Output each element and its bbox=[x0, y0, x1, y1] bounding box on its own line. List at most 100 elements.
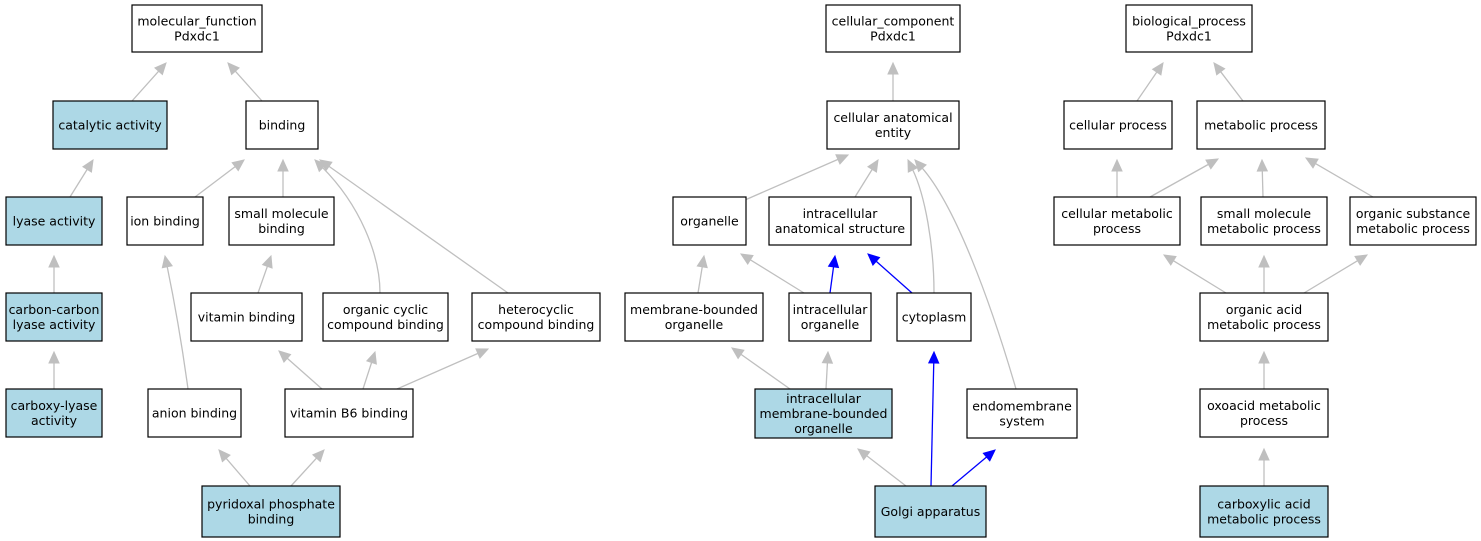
term-node-binding[interactable]: binding bbox=[245, 100, 319, 150]
edge-cyto-to-cae bbox=[907, 158, 935, 294]
term-label-line: carbon-carbon bbox=[9, 302, 100, 317]
edge-line bbox=[911, 168, 935, 294]
edge-line bbox=[744, 158, 840, 201]
term-node-cellproc[interactable]: cellular process bbox=[1063, 100, 1173, 150]
edge-arrowhead-25 bbox=[731, 347, 745, 360]
term-label-line: cellular anatomical bbox=[833, 110, 952, 125]
term-box bbox=[966, 388, 1078, 439]
edge-imbo-to-io bbox=[821, 350, 834, 390]
edge-line bbox=[739, 353, 791, 390]
term-label-line: binding bbox=[259, 118, 306, 133]
edge-ion-to-binding bbox=[194, 159, 245, 198]
edge-arrowhead-7 bbox=[314, 159, 328, 173]
term-label-line: metabolic process bbox=[1204, 118, 1318, 133]
term-box bbox=[672, 196, 747, 246]
term-box bbox=[788, 292, 872, 342]
term-box bbox=[471, 292, 601, 342]
edge-line bbox=[930, 361, 935, 487]
term-label-line: anatomical structure bbox=[775, 221, 905, 236]
edge-cmp-to-cellproc bbox=[1111, 158, 1123, 197]
edge-oamp-to-smmp bbox=[1258, 254, 1270, 293]
edge-arrowhead-19 bbox=[907, 158, 919, 173]
term-label-line: oxoacid metabolic bbox=[1207, 398, 1321, 413]
edge-arrowhead-4 bbox=[48, 350, 60, 364]
term-node-lyase[interactable]: lyase activity bbox=[5, 196, 103, 246]
term-label-line: endomembrane bbox=[972, 399, 1072, 414]
term-node-metproc[interactable]: metabolic process bbox=[1196, 100, 1326, 150]
term-box bbox=[228, 196, 335, 246]
term-label-line: organic cyclic bbox=[343, 302, 428, 317]
edge-line bbox=[225, 457, 251, 487]
edge-cyto-to-ias bbox=[867, 253, 913, 294]
term-label-line: intracellular bbox=[786, 391, 862, 406]
edge-arrowhead-26 bbox=[821, 350, 834, 364]
edge-organelle-to-cae bbox=[744, 154, 850, 201]
edge-catalytic-to-mf bbox=[131, 62, 167, 102]
term-label-line: carboxylic acid bbox=[1217, 497, 1310, 512]
term-node-anion[interactable]: anion binding bbox=[147, 388, 242, 438]
term-label-line: molecular_function bbox=[137, 14, 256, 29]
edge-line bbox=[1172, 259, 1227, 294]
edge-oamp-to-cmp bbox=[1162, 254, 1227, 294]
term-label-line: carboxy-lyase bbox=[11, 398, 98, 413]
term-label-line: Pdxdc1 bbox=[1166, 29, 1212, 44]
edge-arrowhead-37 bbox=[1258, 254, 1270, 268]
edge-arrowhead-9 bbox=[261, 254, 273, 269]
term-node-vitb[interactable]: vitamin binding bbox=[190, 292, 303, 342]
term-label-line: pyridoxal phosphate bbox=[207, 497, 335, 512]
edge-line bbox=[1149, 163, 1210, 198]
term-label-line: intracellular bbox=[803, 206, 879, 221]
edge-plp-to-vb6 bbox=[290, 449, 325, 487]
edge-arrowhead-18 bbox=[867, 158, 879, 173]
term-box bbox=[825, 4, 961, 53]
term-label-line: cellular metabolic bbox=[1061, 206, 1173, 221]
term-label-line: organic acid bbox=[1226, 302, 1302, 317]
term-label-line: lyase activity bbox=[13, 317, 96, 332]
edge-arrowhead-0 bbox=[154, 62, 167, 76]
term-box bbox=[1196, 100, 1326, 150]
edge-arrowhead-21 bbox=[696, 254, 708, 269]
term-node-golgi[interactable]: Golgi apparatus bbox=[874, 485, 987, 538]
term-box bbox=[1053, 196, 1181, 246]
edge-carboxy-to-ccl bbox=[48, 350, 60, 389]
edge-arrowhead-6 bbox=[277, 158, 289, 172]
edge-occb-to-binding bbox=[314, 159, 381, 294]
term-label-line: metabolic process bbox=[1207, 512, 1321, 527]
term-label-line: vitamin B6 binding bbox=[290, 406, 408, 421]
edge-line bbox=[257, 265, 269, 294]
term-box bbox=[754, 388, 893, 439]
edge-osmp-to-metproc bbox=[1304, 157, 1374, 198]
term-node-catalytic[interactable]: catalytic activity bbox=[52, 100, 168, 150]
edge-line bbox=[921, 167, 1017, 390]
edge-arrowhead-29 bbox=[982, 449, 996, 462]
term-node-vb6[interactable]: vitamin B6 binding bbox=[284, 388, 414, 438]
edge-io-to-ias bbox=[827, 254, 840, 294]
term-box bbox=[190, 292, 303, 342]
edge-vb6-to-occb bbox=[362, 350, 377, 390]
edge-line bbox=[1219, 70, 1244, 102]
term-node-cyto[interactable]: cytoplasm bbox=[896, 292, 972, 342]
term-node-ion[interactable]: ion binding bbox=[126, 196, 204, 246]
term-node-organelle[interactable]: organelle bbox=[672, 196, 747, 246]
